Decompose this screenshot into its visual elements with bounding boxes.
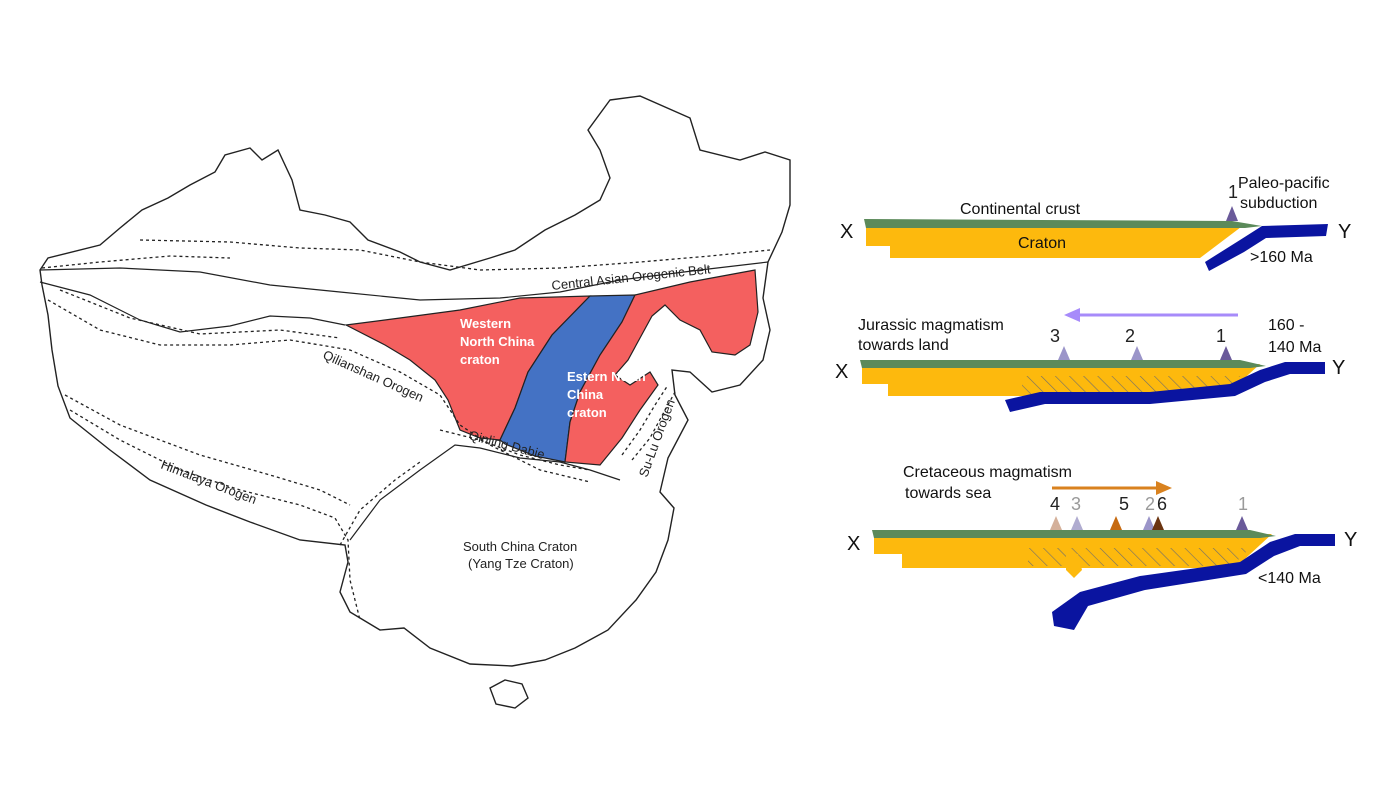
section-panel-1: X Y Continental crust Craton Paleo-pacif… <box>840 175 1351 271</box>
block-boundary-north <box>39 261 769 301</box>
western-ncc-label-2: North China <box>460 334 535 349</box>
block-boundary-south-china <box>349 444 621 541</box>
volcano-marker <box>1143 516 1155 530</box>
volcano-number-1: 1 <box>1228 182 1238 202</box>
continental-crust-layer <box>860 360 1266 368</box>
block-boundary-tarim <box>39 281 346 333</box>
section-panel-3: X Y Cretaceous magmatism towards sea <14… <box>847 464 1357 630</box>
subducting-slab <box>1052 534 1335 630</box>
volcano-marker <box>1131 346 1143 360</box>
y-end-label: Y <box>1344 529 1357 551</box>
china-tectonic-map: Western North China craton Estern North … <box>39 95 791 709</box>
cretaceous-title-1: Cretaceous magmatism <box>903 464 1072 481</box>
x-end-label: X <box>835 361 848 383</box>
sulu-boundary-dashed-2 <box>631 391 676 461</box>
himalaya-boundary-dashed-2 <box>64 394 351 506</box>
volcano-number-1: 1 <box>1238 494 1248 514</box>
volcano-marker <box>1226 206 1238 221</box>
scc-label-2: (Yang Tze Craton) <box>468 556 574 571</box>
volcano-number-2: 2 <box>1125 326 1135 346</box>
volcano-marker <box>1152 516 1164 530</box>
volcano-number-5: 5 <box>1119 494 1129 514</box>
age-label: <140 Ma <box>1258 570 1321 587</box>
continental-crust-layer <box>872 530 1276 538</box>
craton-block <box>866 224 1245 258</box>
scc-label-1: South China Craton <box>463 539 577 554</box>
volcano-marker <box>1071 516 1083 530</box>
caob-boundary-dashed-2 <box>41 255 231 269</box>
volcano-number-1: 1 <box>1216 326 1226 346</box>
subducting-slab <box>1005 362 1325 412</box>
scc-boundary-dashed <box>339 461 421 546</box>
volcano-number-3: 3 <box>1071 494 1081 514</box>
volcano-number-6: 6 <box>1157 494 1167 514</box>
orogen-dashed-boundaries <box>41 239 771 621</box>
volcano-marker <box>1236 516 1248 530</box>
volcano-marker <box>1058 346 1070 360</box>
volcano-number-2: 2 <box>1145 494 1155 514</box>
himalaya-boundary-dashed <box>69 409 361 621</box>
arrowhead <box>1156 481 1172 495</box>
subduction-label-1: Paleo-pacific <box>1238 175 1330 192</box>
section-panel-2: X Y Jurassic magmatism towards land 160 … <box>835 308 1345 412</box>
eastern-ncc-label-2: China <box>567 387 604 402</box>
arrowhead <box>1064 308 1080 322</box>
craton-label: Craton <box>1018 235 1066 252</box>
eastern-ncc-label-3: craton <box>567 405 607 420</box>
hatched-zone <box>1028 548 1250 566</box>
volcano-number-3: 3 <box>1050 326 1060 346</box>
y-end-label: Y <box>1332 357 1345 379</box>
continental-crust-label: Continental crust <box>960 201 1081 218</box>
volcano-marker <box>1110 516 1122 530</box>
qilianshan-boundary-dashed-2 <box>59 289 341 339</box>
volcano-marker <box>1220 346 1232 360</box>
x-end-label: X <box>847 533 860 555</box>
continental-crust-layer <box>864 219 1262 228</box>
western-ncc-label-1: Western <box>460 316 511 331</box>
jurassic-title-2: towards land <box>858 337 949 354</box>
subducting-slab <box>1205 224 1328 271</box>
subduction-label-2: subduction <box>1240 195 1317 212</box>
hainan-island <box>489 679 529 709</box>
x-end-label: X <box>840 221 853 243</box>
age-label: >160 Ma <box>1250 249 1313 266</box>
volcano-marker <box>1050 516 1062 530</box>
volcano-number-4: 4 <box>1050 494 1060 514</box>
magma-drip <box>1066 554 1082 578</box>
age-label-1: 160 - <box>1268 317 1304 334</box>
age-label-2: 140 Ma <box>1268 339 1321 356</box>
cretaceous-title-2: towards sea <box>905 485 991 502</box>
jurassic-title-1: Jurassic magmatism <box>858 317 1004 334</box>
eastern-ncc-label-1: Estern North <box>567 369 646 384</box>
eastern-north-china-craton <box>564 269 759 466</box>
western-ncc-label-3: craton <box>460 352 500 367</box>
y-end-label: Y <box>1338 221 1351 243</box>
